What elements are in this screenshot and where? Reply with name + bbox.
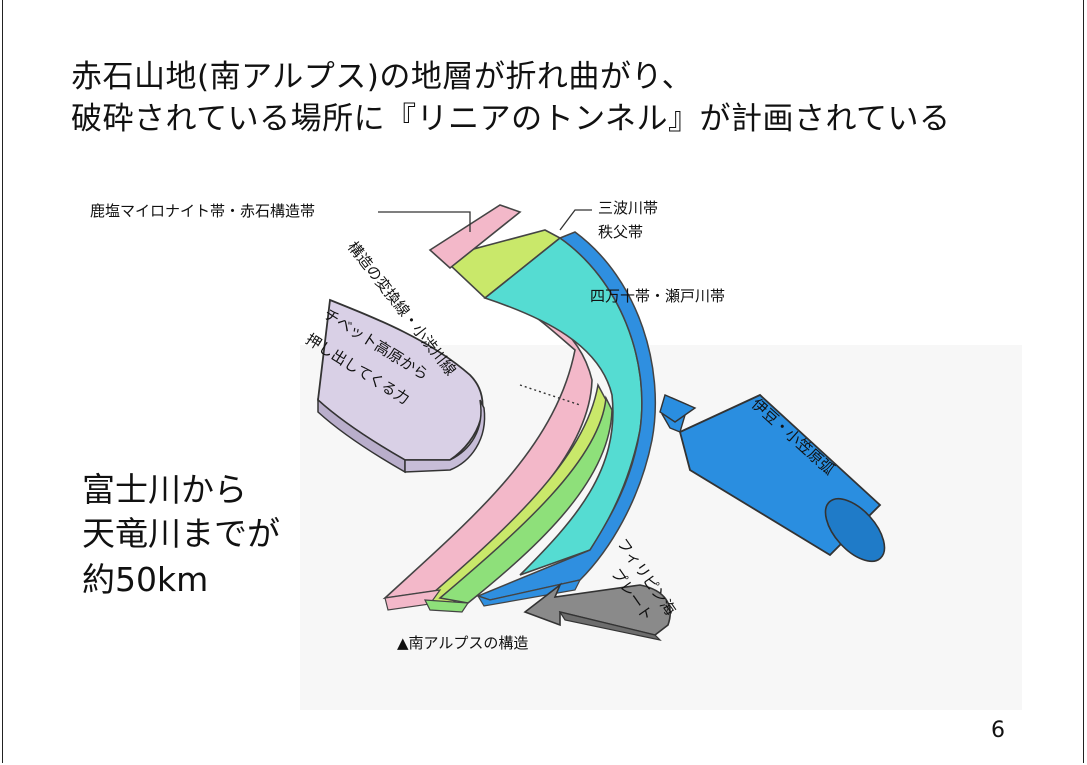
izu-ogasawara-arc <box>659 393 886 563</box>
label-shimanto-setogawa: 四万十帯・瀬戸川帯 <box>590 287 726 305</box>
label-kashio-akaishi: 鹿塩マイロナイト帯・赤石構造帯 <box>90 202 316 220</box>
tibet-force-block <box>317 298 486 474</box>
label-leaders <box>378 209 592 232</box>
label-sanbagawa: 三波川帯 <box>598 199 659 217</box>
distance-note-line-2: 天竜川までが <box>82 514 280 553</box>
tectonic-line-pointer <box>519 384 581 406</box>
page-number: 6 <box>991 718 1005 743</box>
title-line-2: 破砕されている場所に『リニアのトンネル』が計画されている <box>71 101 951 137</box>
distance-note-line-1: 富士川から <box>82 470 247 509</box>
diagram-caption: ▲南アルプスの構造 <box>397 634 529 652</box>
title-line-1: 赤石山地(南アルプス)の地層が折れ曲がり、 <box>71 59 694 95</box>
label-chichibu: 秩父帯 <box>598 223 644 241</box>
philippine-plate-arrow <box>523 582 671 642</box>
distance-note-line-3: 約50km <box>82 560 209 599</box>
bent-strata <box>382 204 657 613</box>
